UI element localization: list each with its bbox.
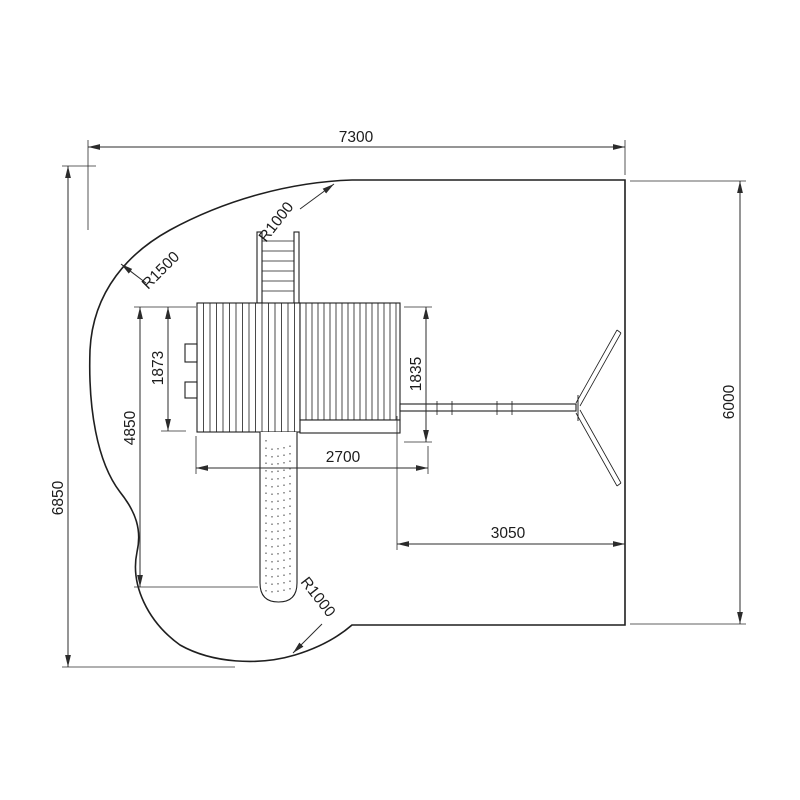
deck-base-strip [299, 419, 401, 434]
dim-height-left-label: 6850 [50, 480, 67, 515]
ladder [256, 231, 300, 304]
callout-radius-bottom: R1000 [292, 574, 339, 654]
dim-overall-width-label: 7300 [339, 129, 374, 146]
dim-structure-width: 2700 [195, 436, 429, 474]
deck-left-planks [203, 303, 295, 432]
ladder-rail-right [293, 231, 300, 304]
swing-beam [399, 403, 577, 412]
dim-structure-width-label: 2700 [326, 449, 361, 466]
swing-set [399, 329, 622, 487]
dim-left-depth-deck: 1873 [150, 307, 186, 432]
step-upper [184, 343, 198, 363]
left-wall-steps [184, 343, 198, 399]
swing-hangers [436, 401, 513, 415]
radius-bottom-label: R1000 [297, 574, 339, 621]
callout-radius-left: R1500 [120, 248, 184, 293]
slide [259, 432, 298, 603]
dimensions: 7300 6850 6000 4850 1873 [50, 129, 746, 668]
dim-overall-width: 7300 [87, 129, 626, 230]
dim-platform-depth: 1835 [404, 306, 432, 443]
deck-right-frame [299, 302, 401, 421]
dim-height-right: 6000 [630, 180, 746, 625]
leader-line [299, 183, 335, 210]
dim-height-left: 6850 [50, 165, 235, 668]
a-frame-leg-lower [575, 409, 622, 487]
deck-left-frame [196, 302, 301, 433]
deck-right [299, 302, 401, 434]
ladder-rungs [262, 240, 294, 292]
dim-swing-span: 3050 [396, 416, 625, 550]
radius-top-label: R1000 [256, 199, 298, 246]
dim-platform-depth-label: 1835 [408, 357, 425, 391]
dim-height-right-label: 6000 [721, 384, 738, 419]
leader-line [292, 623, 323, 654]
play-area-boundary-outline [88, 179, 626, 663]
leader-line [120, 263, 147, 284]
a-frame-leg-upper [575, 329, 622, 407]
dim-left-depth-total-label: 4850 [122, 410, 139, 445]
ladder-rail-left [256, 231, 263, 304]
deck-right-planks [305, 303, 397, 420]
radius-left-label: R1500 [139, 248, 184, 293]
dim-left-depth-deck-label: 1873 [150, 351, 167, 385]
dim-swing-span-label: 3050 [491, 525, 526, 542]
playground-structure [184, 231, 622, 603]
step-lower [184, 381, 198, 399]
dim-left-depth-total: 4850 [122, 306, 258, 588]
deck-left [196, 302, 301, 433]
